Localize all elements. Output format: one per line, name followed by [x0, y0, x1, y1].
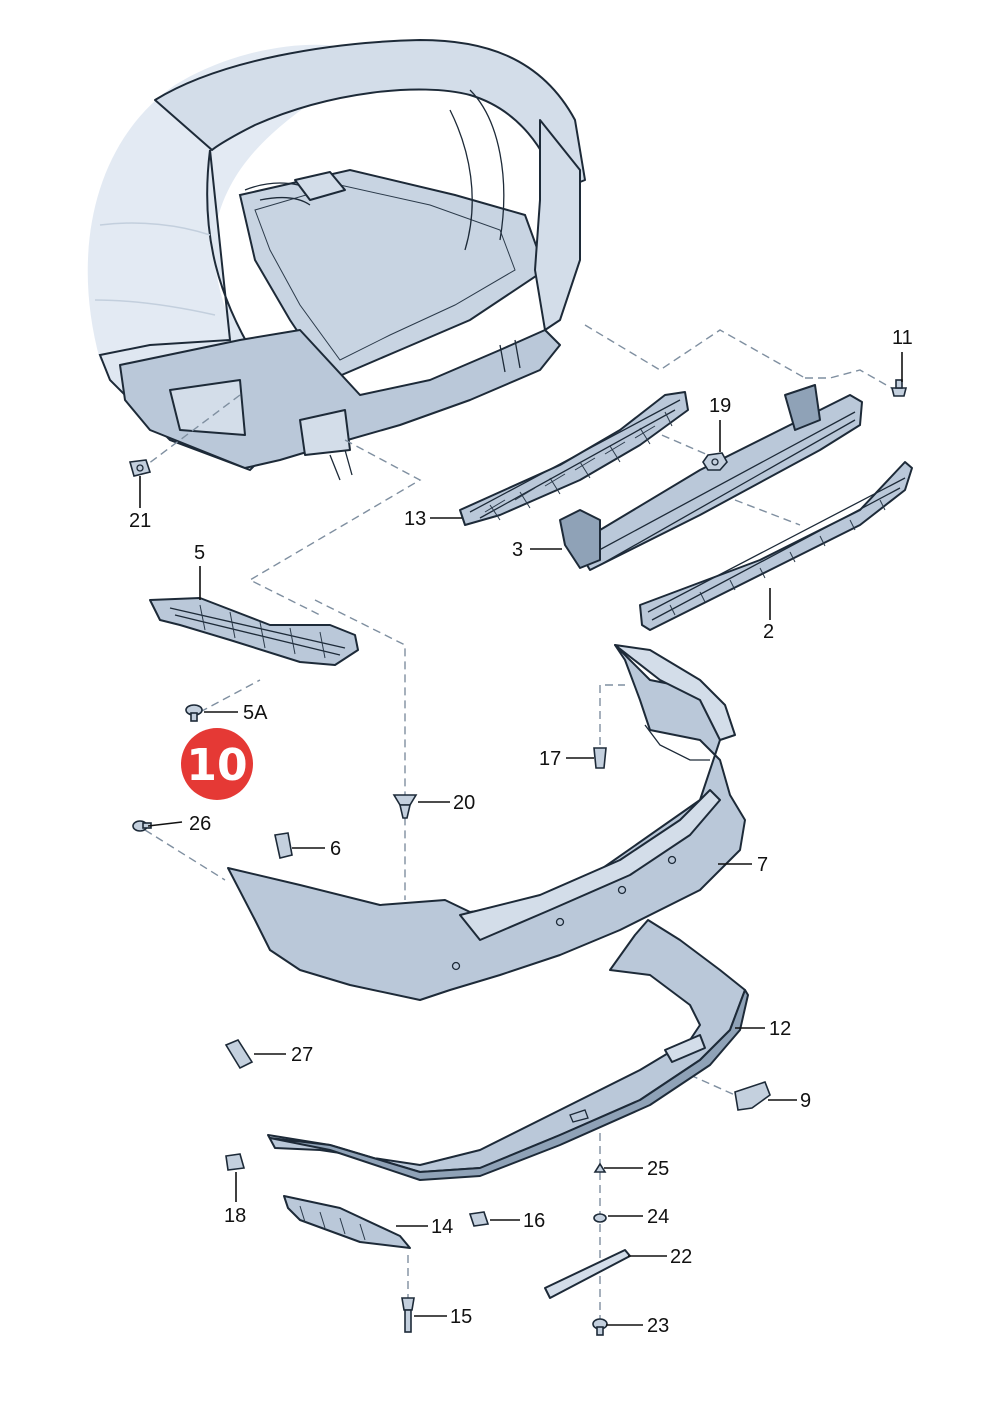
callout-20: 20	[453, 792, 475, 814]
part-16-nut	[468, 1211, 490, 1227]
callout-26: 26	[189, 813, 211, 835]
vehicle-rear-body	[87, 39, 586, 481]
callout-22: 22	[670, 1246, 692, 1268]
part-17-clip	[593, 747, 607, 769]
callout-24: 24	[647, 1206, 669, 1228]
callout-9: 9	[800, 1090, 811, 1112]
part-12-diffuser	[267, 919, 749, 1181]
callout-5: 5	[194, 542, 205, 564]
callout-5a: 5A	[243, 702, 268, 724]
part-22-trim-strip	[544, 1249, 631, 1299]
callout-2: 2	[763, 621, 774, 643]
part-19-nut	[702, 452, 728, 471]
callout-11: 11	[892, 327, 913, 349]
callout-7: 7	[757, 854, 768, 876]
part-6-bracket	[274, 832, 293, 859]
callout-23: 23	[647, 1315, 669, 1337]
part-2-lower-absorber	[639, 461, 913, 631]
part-23-screw	[592, 1318, 608, 1336]
part-7-bumper-cover	[227, 644, 746, 1001]
badge-number: 10	[186, 740, 247, 791]
callout-15: 15	[450, 1306, 472, 1328]
leader-lines	[139, 352, 903, 1326]
callout-17: 17	[539, 748, 561, 770]
part-5a-screw	[185, 704, 203, 722]
part-13-energy-absorber	[459, 391, 689, 526]
callout-13: 13	[404, 508, 426, 530]
part-27-cap	[224, 1039, 254, 1070]
assembly-guide-lines	[139, 324, 896, 1320]
section-badge: 10	[181, 728, 253, 800]
callout-25: 25	[647, 1158, 669, 1180]
part-14-trim	[283, 1195, 411, 1249]
part-20-rivet	[392, 794, 418, 819]
callout-6: 6	[330, 838, 341, 860]
part-24-clip	[593, 1213, 607, 1223]
part-5-side-guide	[149, 597, 359, 666]
part-21-clip	[128, 459, 152, 477]
part-9-bracket	[734, 1080, 771, 1111]
callout-labels: 11 19 13 3 2 21 5 5A 17 20 26 6 7 12 27 …	[129, 327, 913, 1337]
callout-12: 12	[769, 1018, 791, 1040]
part-3-bumper-carrier	[559, 384, 863, 571]
callout-18: 18	[224, 1205, 246, 1227]
callout-19: 19	[709, 395, 731, 417]
callout-16: 16	[523, 1210, 545, 1232]
callout-27: 27	[291, 1044, 313, 1066]
part-15-rivet	[401, 1297, 415, 1333]
callout-3: 3	[512, 539, 523, 561]
part-18-clip	[225, 1153, 246, 1171]
part-11-screw	[890, 379, 908, 397]
hardware-parts	[128, 379, 908, 1336]
part-25-clip	[593, 1162, 607, 1173]
callout-14: 14	[431, 1216, 453, 1238]
callout-21: 21	[129, 510, 151, 532]
badge-circle	[181, 728, 253, 800]
